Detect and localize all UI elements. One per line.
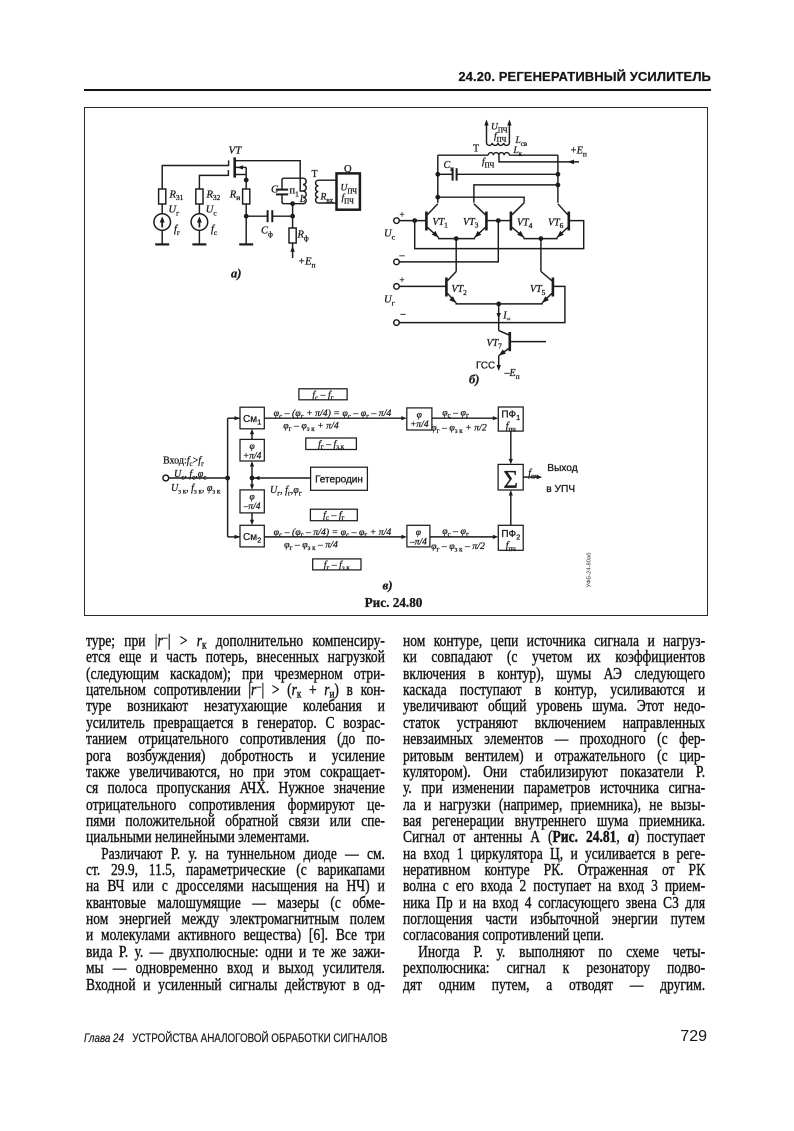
svg-text:УФБ-24-80аб: УФБ-24-80аб	[587, 552, 593, 588]
svg-text:+Eп: +Eп	[298, 257, 316, 270]
svg-text:а): а)	[231, 267, 241, 281]
svg-text:VT4: VT4	[517, 217, 533, 230]
svg-text:UПЧ: UПЧ	[491, 123, 508, 135]
svg-text:φ: φ	[417, 411, 422, 421]
svg-text:Rи: Rи	[229, 189, 240, 202]
svg-text:φс – φг: φс – φг	[442, 407, 469, 419]
svg-text:fпч: fпч	[528, 468, 539, 480]
svg-text:C: C	[271, 185, 279, 196]
svg-text:fг – fз.к: fг – fз.к	[324, 560, 351, 572]
svg-text:+: +	[400, 210, 405, 220]
svg-text:I=: I=	[502, 311, 510, 324]
svg-text:Uг, fг,φг: Uг, fг,φг	[270, 485, 302, 497]
svg-text:φс – (φг + π/4) = φс – φг – π/: φс – (φг + π/4) = φс – φг – π/4	[274, 408, 392, 420]
svg-text:Rвх: Rвх	[320, 193, 334, 205]
svg-text:VT3: VT3	[463, 217, 479, 230]
svg-text:φ: φ	[249, 493, 254, 503]
svg-text:п1: п1	[290, 186, 300, 199]
svg-text:+π/4: +π/4	[243, 452, 262, 462]
svg-text:б): б)	[469, 373, 479, 387]
svg-text:fПЧ: fПЧ	[482, 157, 495, 170]
svg-text:Вход:fс>fг: Вход:fс>fг	[163, 456, 204, 468]
svg-text:L: L	[299, 194, 306, 205]
svg-text:φг – φз к – π/4: φг – φз к – π/4	[284, 540, 338, 552]
svg-text:φг – φз к + π/2: φг – φз к + π/2	[431, 423, 487, 435]
svg-text:Cк: Cк	[444, 160, 455, 173]
svg-text:Cм2: Cм2	[243, 532, 261, 545]
svg-text:–π/4: –π/4	[243, 502, 261, 512]
svg-text:Uз к, fз к, φз к: Uз к, fз к, φз к	[171, 483, 221, 495]
svg-text:φ: φ	[249, 442, 254, 452]
svg-text:UПЧ: UПЧ	[341, 184, 358, 196]
svg-text:Uс, fс,φс: Uс, fс,φс	[174, 469, 206, 481]
svg-text:–π/4: –π/4	[409, 538, 427, 548]
svg-text:–: –	[399, 251, 406, 262]
svg-text:ПФ2: ПФ2	[501, 529, 520, 542]
svg-text:fc: fc	[211, 224, 218, 237]
svg-text:φс – φг: φс – φг	[442, 526, 469, 538]
svg-text:φг – φз к + π/4: φг – φз к + π/4	[283, 421, 339, 433]
svg-text:+π/4: +π/4	[410, 420, 429, 430]
svg-text:φс – (φг – π/4) = φс – φг + π/: φс – (φг – π/4) = φс – φг + π/4	[274, 527, 392, 539]
svg-text:+Eп: +Eп	[570, 146, 587, 159]
svg-text:fс – fг: fс – fг	[323, 510, 344, 522]
svg-text:Выход: Выход	[547, 463, 578, 474]
svg-text:Cф: Cф	[261, 226, 273, 239]
svg-text:fпч: fпч	[506, 541, 517, 554]
svg-text:fг – fз.к: fг – fз.к	[318, 439, 345, 451]
svg-text:VT7: VT7	[487, 338, 503, 351]
svg-text:–Eп: –Eп	[504, 368, 520, 381]
svg-text:VT2: VT2	[452, 284, 468, 297]
svg-text:VT6: VT6	[548, 217, 564, 230]
svg-text:Lк: Lк	[513, 146, 523, 158]
svg-text:Рис. 24.80: Рис. 24.80	[365, 595, 423, 610]
svg-text:φ: φ	[416, 528, 421, 538]
svg-text:–: –	[400, 309, 407, 320]
svg-text:T: T	[312, 169, 318, 180]
svg-text:Σ: Σ	[503, 466, 518, 493]
svg-text:fс – fг: fс – fг	[312, 390, 333, 402]
svg-text:Q: Q	[344, 164, 352, 175]
svg-text:Uc: Uc	[384, 229, 396, 242]
svg-text:Cм1: Cм1	[243, 414, 261, 427]
svg-text:φг – φз к – π/2: φг – φз к – π/2	[431, 541, 485, 553]
svg-text:Uг: Uг	[384, 295, 395, 308]
svg-text:Rф: Rф	[297, 230, 309, 243]
svg-text:в УПЧ: в УПЧ	[546, 484, 575, 495]
svg-text:R31: R31	[169, 189, 184, 202]
svg-text:в): в)	[383, 578, 393, 593]
svg-text:Lсв: Lсв	[515, 136, 528, 148]
svg-text:VT1: VT1	[433, 217, 449, 230]
svg-text:fпч: fпч	[506, 421, 517, 434]
svg-text:ГСС: ГСС	[476, 360, 495, 371]
svg-text:fг: fг	[174, 224, 180, 237]
svg-text:T: T	[473, 144, 479, 155]
svg-text:Uг: Uг	[169, 205, 180, 218]
svg-text:Гетеродин: Гетеродин	[315, 474, 363, 485]
svg-text:R32: R32	[206, 189, 221, 202]
svg-text:Uc: Uc	[206, 205, 218, 218]
svg-text:VT5: VT5	[530, 284, 546, 297]
svg-text:ПФ1: ПФ1	[501, 409, 520, 422]
svg-text:VT: VT	[229, 145, 243, 157]
svg-text:+: +	[400, 275, 405, 285]
